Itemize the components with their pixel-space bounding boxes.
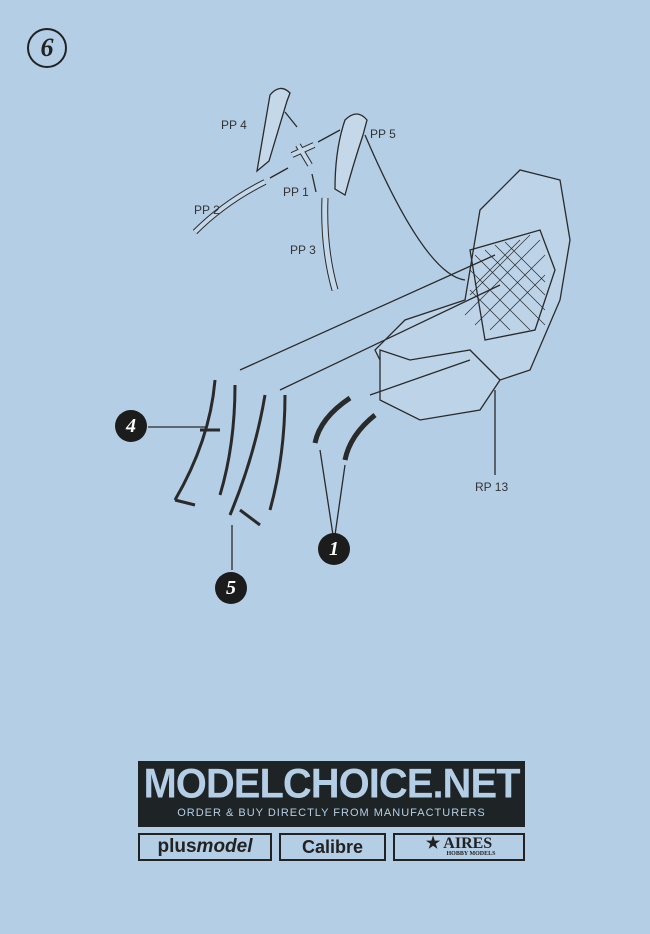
harness-5	[228, 394, 287, 527]
harness-4	[173, 379, 237, 507]
aires-subtitle: HOBBY MODELS	[446, 851, 496, 857]
label-rp13: RP 13	[475, 480, 509, 494]
logo-plus-text: plus	[157, 836, 197, 857]
callout-4: 4	[115, 410, 147, 442]
logo-model-text: model	[196, 836, 253, 857]
banner-subtitle: ORDER & BUY DIRECTLY FROM MANUFACTURERS	[177, 807, 486, 819]
aires-logo: ★ AIRES HOBBY MODELS	[393, 833, 525, 861]
label-pp3: PP 3	[290, 243, 316, 257]
modelchoice-banner: MODELCHOICE.NET ORDER & BUY DIRECTLY FRO…	[138, 761, 525, 827]
calibre-logo: Calibre	[279, 833, 386, 861]
label-pp2: PP 2	[194, 203, 220, 217]
buckle-1a	[312, 395, 352, 444]
aires-title: ★ AIRES	[425, 835, 493, 852]
buckle-1b	[342, 413, 377, 461]
part-pp4	[256, 87, 291, 173]
banner-title: MODELCHOICE.NET	[143, 760, 520, 808]
label-pp5: PP 5	[370, 127, 396, 141]
label-pp4: PP 4	[221, 118, 247, 132]
step-number: 6	[27, 28, 67, 68]
part-pp5	[334, 113, 368, 197]
callout-5: 5	[215, 572, 247, 604]
aires-text: AIRES	[443, 835, 493, 852]
callout-1: 1	[318, 533, 350, 565]
label-pp1: PP 1	[283, 185, 309, 199]
